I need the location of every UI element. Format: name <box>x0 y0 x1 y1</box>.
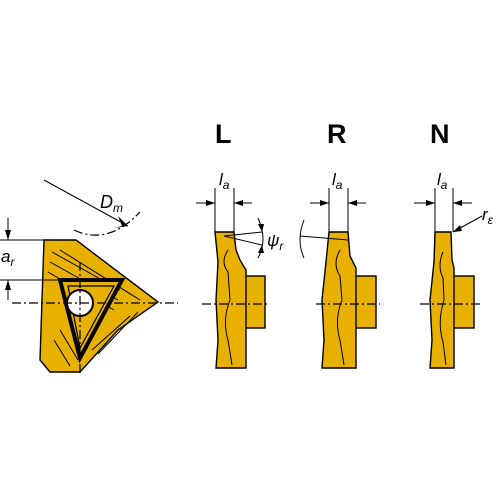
dm-diameter-arc <box>73 211 141 236</box>
dm-leader-line <box>43 179 129 227</box>
view-r: R la <box>299 119 380 369</box>
psi-arrow-top <box>258 224 264 232</box>
la-arrow-left-l <box>206 200 215 206</box>
la-label-r: la <box>332 170 343 192</box>
insert-profile-n <box>429 231 455 369</box>
view-n: N la rε <box>414 119 494 369</box>
la-arrow-right-n <box>453 200 462 206</box>
insert-groove-n <box>439 251 447 366</box>
la-arrow-left-n <box>426 200 435 206</box>
la-arrow-left-r <box>320 200 329 206</box>
insert-seat-r <box>353 275 377 329</box>
ar-arrow-bottom <box>5 280 11 290</box>
psi-arc <box>257 217 264 259</box>
re-label: rε <box>482 205 494 227</box>
view-label-n: N <box>430 119 450 149</box>
view-label-l: L <box>215 119 232 149</box>
dm-label: Dm <box>100 192 123 215</box>
psi-label: ψr <box>267 231 284 253</box>
ar-arrow-top <box>5 230 11 240</box>
ar-label: ar <box>1 247 15 269</box>
psi-line-r <box>299 235 349 241</box>
view-label-r: R <box>327 119 347 149</box>
la-arrow-right-r <box>348 200 357 206</box>
psi-arc-r <box>299 219 305 259</box>
psi-line-2 <box>223 235 263 246</box>
psi-arrow-bottom <box>258 245 264 253</box>
la-arrow-right-l <box>234 200 243 206</box>
insert-groove-l <box>223 249 233 366</box>
view-l: L la ψr <box>196 119 284 369</box>
triangular-insert-view: ar Dm <box>0 179 178 375</box>
re-arrow <box>453 225 462 232</box>
dm-arrow <box>114 216 128 228</box>
insert-seat-n <box>451 275 475 329</box>
insert-groove-r <box>335 249 345 366</box>
la-label-l: la <box>219 170 230 192</box>
psi-line-1 <box>223 231 263 237</box>
la-label-n: la <box>437 170 448 192</box>
insert-profile-r <box>321 231 357 369</box>
